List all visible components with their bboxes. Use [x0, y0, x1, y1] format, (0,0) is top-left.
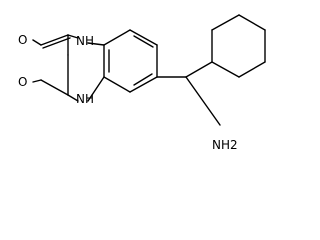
- amine-label: NH2: [212, 138, 238, 152]
- oxygen-label-bottom: O: [18, 75, 27, 89]
- nitrogen-bonds: [87, 42, 105, 102]
- side-chain: [156, 61, 221, 126]
- cyclohexane-ring: [211, 14, 266, 78]
- nh-label-top: NH: [76, 34, 94, 48]
- molecule-diagram: O O NH NH NH2: [18, 14, 266, 152]
- carbonyl-bonds: [32, 39, 42, 83]
- oxygen-label-top: O: [18, 33, 27, 47]
- nh-label-bottom: NH: [76, 92, 94, 106]
- dione-ring: [40, 34, 79, 102]
- benzene-ring: [103, 29, 158, 93]
- molecule-svg: O O NH NH NH2: [18, 14, 266, 152]
